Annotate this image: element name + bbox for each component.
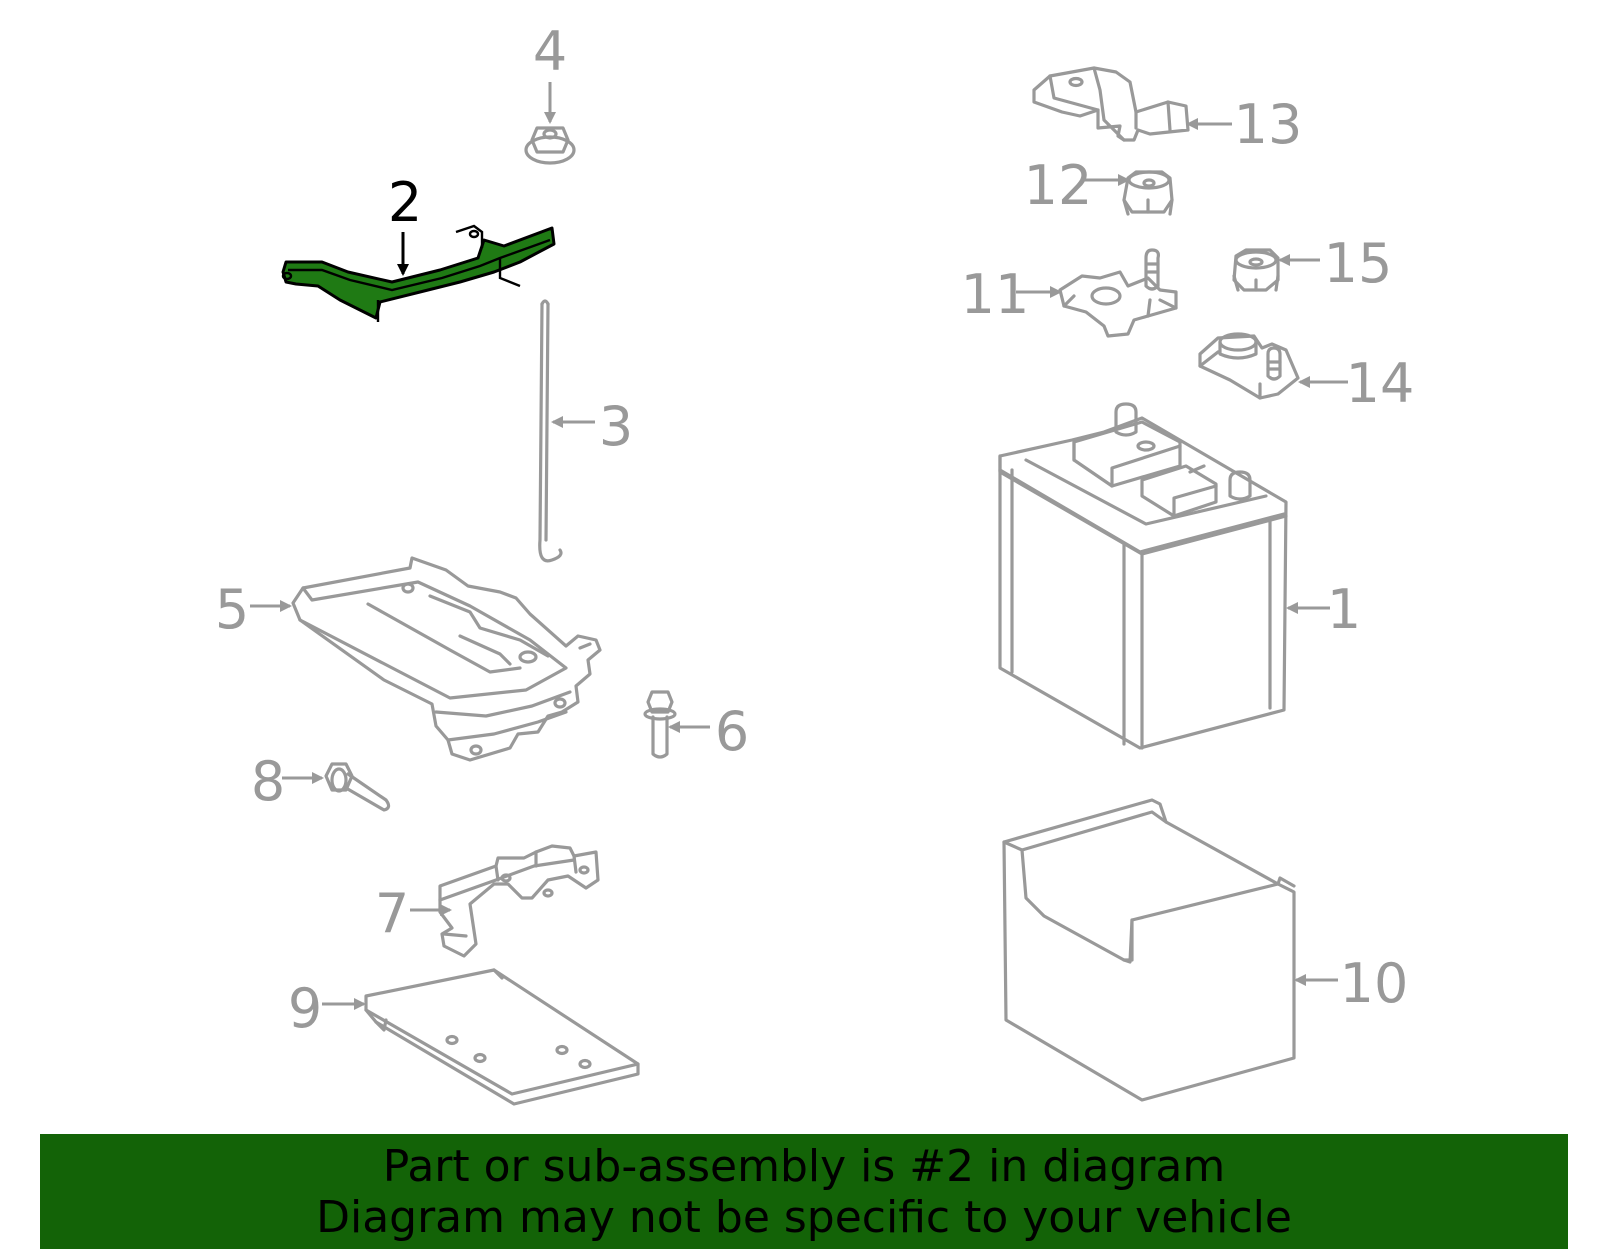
callout-10: 10 bbox=[1340, 952, 1409, 1015]
callout-8: 8 bbox=[251, 750, 285, 813]
callout-9: 9 bbox=[288, 977, 322, 1040]
callout-2: 2 bbox=[388, 171, 422, 234]
part-11-positive-terminal[interactable] bbox=[1058, 248, 1178, 338]
callout-1: 1 bbox=[1327, 578, 1361, 641]
banner-line-disclaimer: Diagram may not be specific to your vehi… bbox=[316, 1191, 1292, 1243]
part-9-battery-plate[interactable] bbox=[364, 968, 640, 1106]
callout-5: 5 bbox=[215, 578, 249, 641]
part-2-battery-hold-down-bracket[interactable] bbox=[281, 224, 556, 322]
callout-7: 7 bbox=[375, 882, 409, 945]
part-15-nut[interactable] bbox=[1232, 248, 1280, 292]
part-8-bolt[interactable] bbox=[324, 762, 391, 812]
banner-line-part: Part or sub-assembly is #2 in diagram bbox=[382, 1140, 1226, 1192]
info-banner: Part or sub-assembly is #2 in diagram Di… bbox=[40, 1134, 1568, 1249]
callout-4: 4 bbox=[533, 20, 567, 83]
callout-12: 12 bbox=[1024, 154, 1093, 217]
callout-6: 6 bbox=[715, 700, 749, 763]
part-5-battery-tray[interactable] bbox=[291, 556, 602, 762]
callout-3: 3 bbox=[599, 395, 633, 458]
part-4-nut[interactable] bbox=[524, 126, 576, 165]
part-6-bolt[interactable] bbox=[643, 690, 677, 759]
part-1-battery[interactable] bbox=[998, 402, 1288, 750]
part-13-terminal-cover[interactable] bbox=[1032, 66, 1190, 142]
exploded-parts-diagram: 4 2 3 5 6 bbox=[215, 20, 1415, 1106]
callout-11: 11 bbox=[961, 263, 1030, 326]
part-3-hold-down-rod[interactable] bbox=[538, 299, 563, 563]
callout-14: 14 bbox=[1346, 352, 1415, 415]
part-12-nut[interactable] bbox=[1122, 170, 1174, 216]
callout-15: 15 bbox=[1324, 232, 1393, 295]
part-14-negative-terminal[interactable] bbox=[1198, 332, 1300, 400]
part-10-battery-insulator[interactable] bbox=[1002, 798, 1296, 1102]
callout-13: 13 bbox=[1234, 93, 1303, 156]
part-7-tray-bracket[interactable] bbox=[438, 844, 600, 958]
